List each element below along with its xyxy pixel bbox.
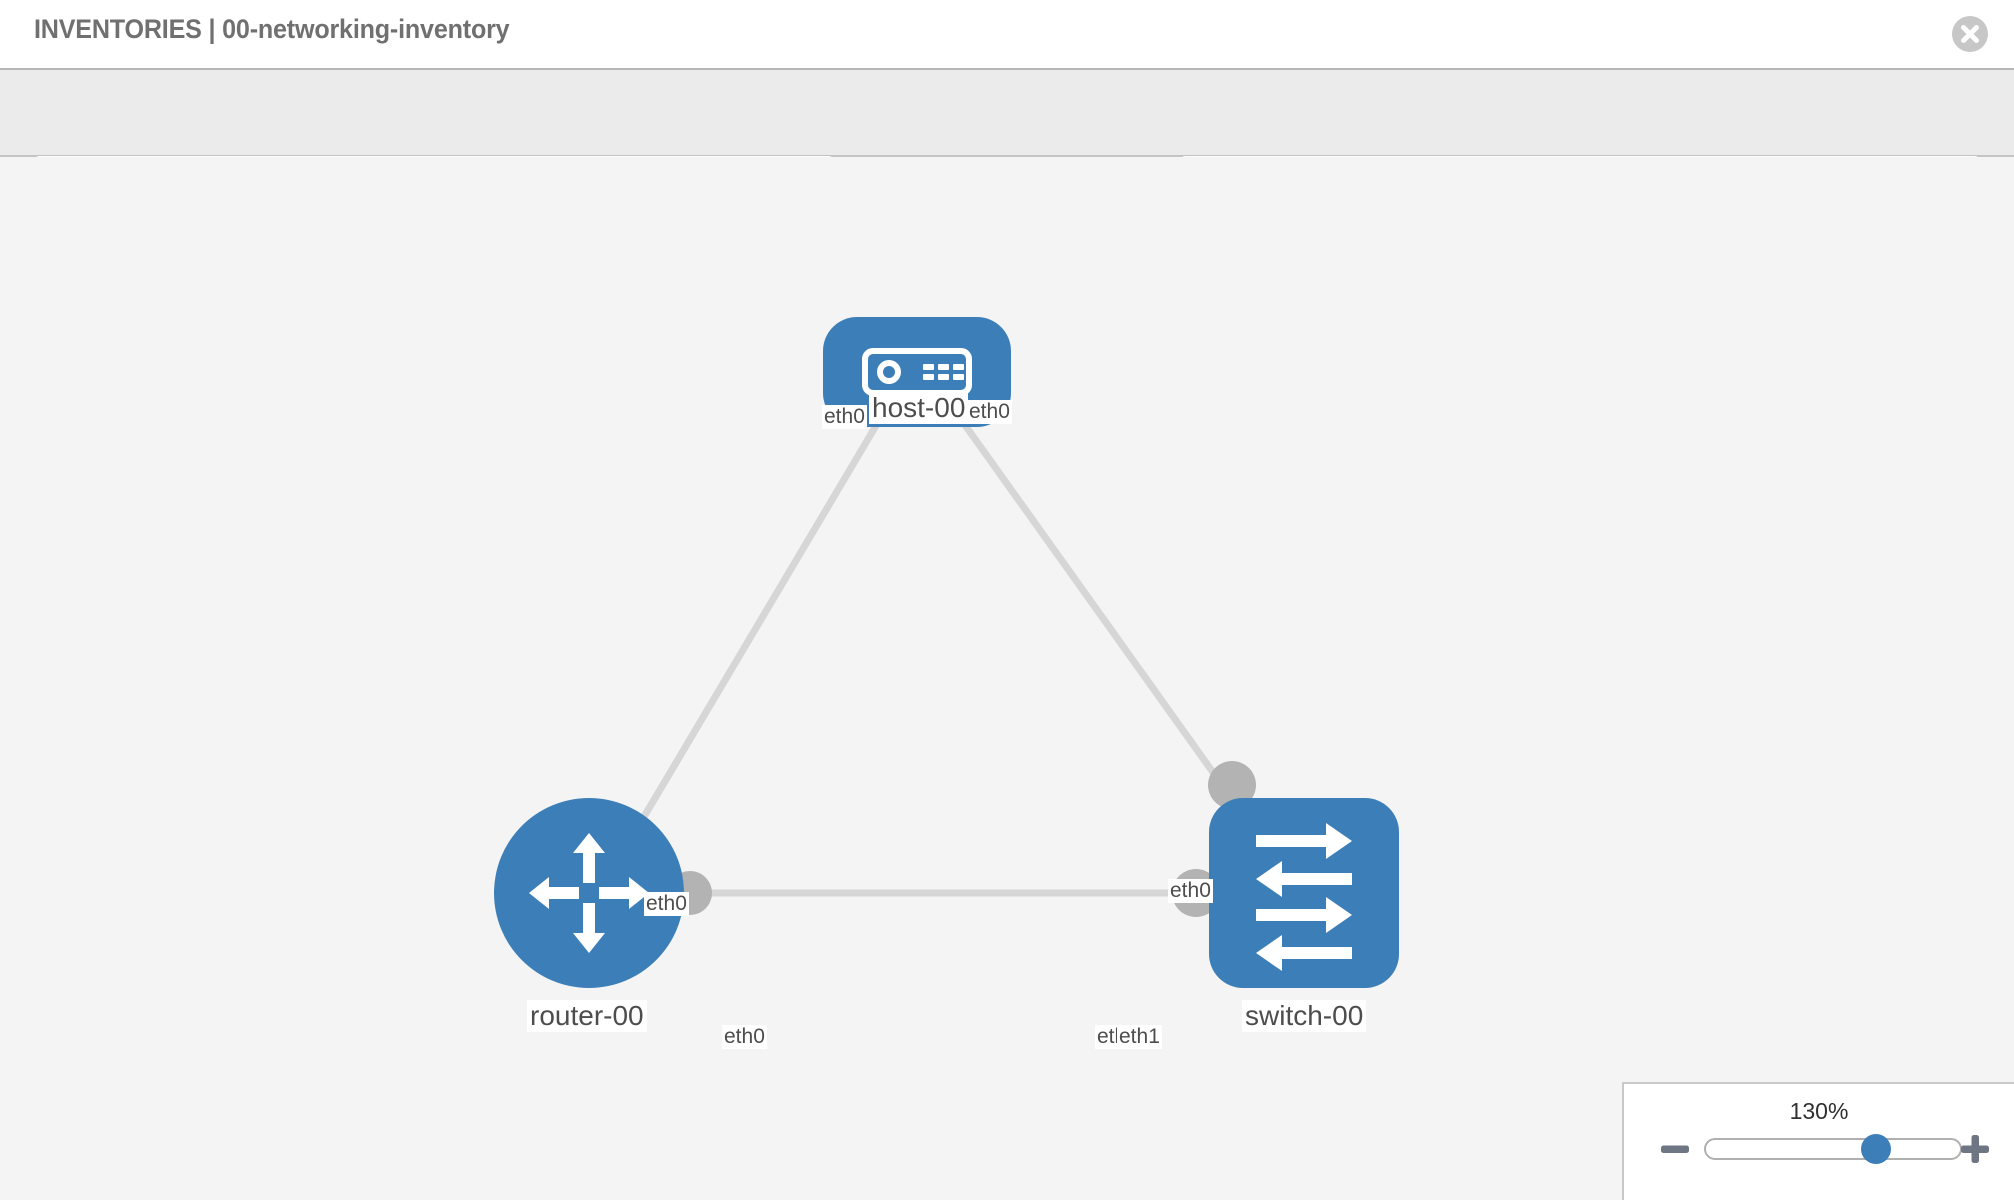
node-label-switch-00: switch-00 <box>1242 1000 1367 1033</box>
node-label-host-00: host-00 <box>869 392 969 425</box>
edge-host-router <box>609 395 897 871</box>
edge-label-host-left: eth0 <box>822 405 867 430</box>
port-layer <box>668 376 1256 917</box>
router-arrows-icon <box>529 833 649 953</box>
node-label-router-00: router-00 <box>527 1000 647 1033</box>
edge-label-switch-left: eth1 <box>1117 1025 1162 1050</box>
page-header: INVENTORIES | 00-networking-inventory <box>0 0 2014 70</box>
zoom-level-label: 130% <box>1789 1098 1849 1124</box>
edge-label-router-right: eth0 <box>722 1025 767 1050</box>
port-switch-top <box>1208 761 1256 809</box>
toolbar: ACTIONS SEARCH <box>0 70 2014 211</box>
topology-graph <box>494 317 1399 988</box>
zoom-slider-track[interactable] <box>1704 1138 1962 1160</box>
close-icon[interactable] <box>1952 16 1988 52</box>
edge-label-switch-up: eth0 <box>1168 879 1213 904</box>
edge-layer <box>609 394 1285 897</box>
switch-arrows-icon <box>1256 823 1352 971</box>
topology-canvas[interactable]: eth0 eth0 eth0 eth0 eth0 eth0 eth1 host-… <box>0 157 2014 1200</box>
edge-label-host-right: eth0 <box>967 400 1012 425</box>
node-router-00 <box>494 798 684 988</box>
plus-icon[interactable] <box>1958 1132 1992 1166</box>
page-title: INVENTORIES | 00-networking-inventory <box>34 14 510 44</box>
edge-label-router-up: eth0 <box>644 892 689 917</box>
minus-icon[interactable] <box>1658 1132 1692 1166</box>
zoom-control-panel: 130% <box>1622 1082 2014 1200</box>
zoom-slider-thumb[interactable] <box>1861 1134 1891 1164</box>
node-switch-00 <box>1209 798 1399 988</box>
